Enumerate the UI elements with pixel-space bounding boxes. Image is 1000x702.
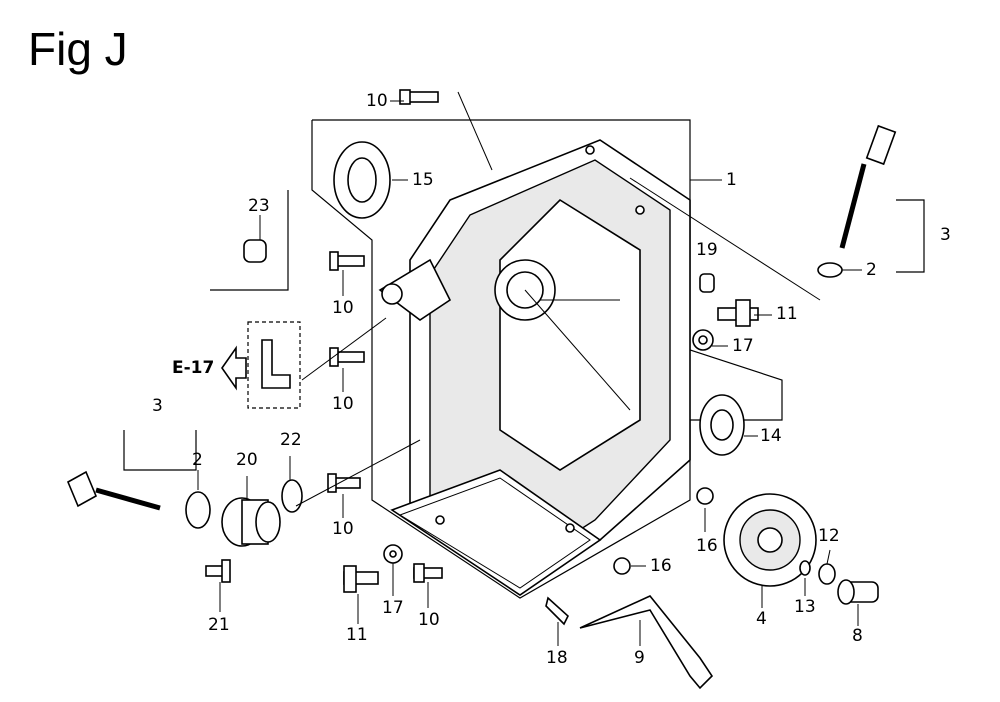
callout-1: 1: [726, 170, 737, 190]
callout-2-right: 2: [866, 260, 877, 280]
callout-22: 22: [280, 430, 302, 450]
part-11-bolt-bottom: [343, 565, 379, 593]
callout-16-mid: 16: [650, 556, 672, 576]
part-17-washer-bottom: [383, 544, 403, 564]
callout-11-right: 11: [776, 304, 798, 324]
callout-17-bottom: 17: [382, 598, 404, 618]
callout-3-right: 3: [940, 225, 951, 245]
part-8-shaft: [837, 579, 879, 605]
bracket-3-right: [896, 199, 925, 273]
part-16-washer-mid: [613, 557, 631, 575]
callout-10-left-2: 10: [332, 394, 354, 414]
callout-12: 12: [818, 526, 840, 546]
callout-21: 21: [208, 615, 230, 635]
reference-e17[interactable]: E-17: [172, 358, 215, 378]
callout-10-top: 10: [366, 91, 388, 111]
figure-title: Fig J: [28, 23, 128, 75]
part-17-washer-right: [692, 329, 714, 351]
callout-10-bottom: 10: [418, 610, 440, 630]
part-12-washer: [818, 563, 836, 585]
callout-19: 19: [696, 240, 718, 260]
part-16-washer-right: [696, 487, 714, 505]
part-4-governor-gear: [723, 493, 817, 587]
callout-14: 14: [760, 426, 782, 446]
part-10-bolt-bottom: [413, 563, 443, 583]
part-3-dipstick-left: [66, 470, 211, 529]
callout-3-left: 3: [152, 396, 163, 416]
part-22-o-ring: [281, 479, 303, 513]
part-10-bolt-left-3: [327, 473, 361, 493]
part-3-dipstick-right: [817, 124, 897, 278]
callout-18: 18: [546, 648, 568, 668]
part-14-bearing: [699, 394, 745, 456]
callout-9: 9: [634, 648, 645, 668]
crankcase-cover: [378, 139, 691, 596]
e17-reference-box: [221, 321, 301, 409]
callout-16-right: 16: [696, 536, 718, 556]
part-21-bolt: [205, 559, 231, 583]
callout-4: 4: [756, 609, 767, 629]
callout-23: 23: [248, 196, 270, 216]
part-23-dowel-pin: [243, 239, 267, 263]
callout-13: 13: [794, 597, 816, 617]
part-15-oil-seal: [333, 141, 391, 219]
part-10-bolt-left-1: [329, 251, 365, 271]
part-19-pin: [699, 273, 715, 293]
callout-17-right: 17: [732, 336, 754, 356]
callout-10-left-3: 10: [332, 519, 354, 539]
callout-2-left: 2: [192, 450, 203, 470]
leader-lines: [197, 91, 862, 646]
part-10-bolt-top: [399, 89, 439, 105]
part-10-bolt-left-2: [329, 347, 365, 367]
bracket-23: [210, 190, 289, 291]
callout-20: 20: [236, 450, 258, 470]
callout-10-left-1: 10: [332, 298, 354, 318]
callout-8: 8: [852, 626, 863, 646]
callout-15: 15: [412, 170, 434, 190]
part-11-bolt-right: [717, 299, 759, 327]
callout-11-bottom: 11: [346, 625, 368, 645]
part-9-lever: [579, 595, 714, 690]
part-18-clip: [545, 596, 569, 626]
part-13-clip: [799, 560, 811, 576]
bracket-3-left: [123, 430, 197, 471]
part-20-drain-plug: [221, 497, 281, 547]
